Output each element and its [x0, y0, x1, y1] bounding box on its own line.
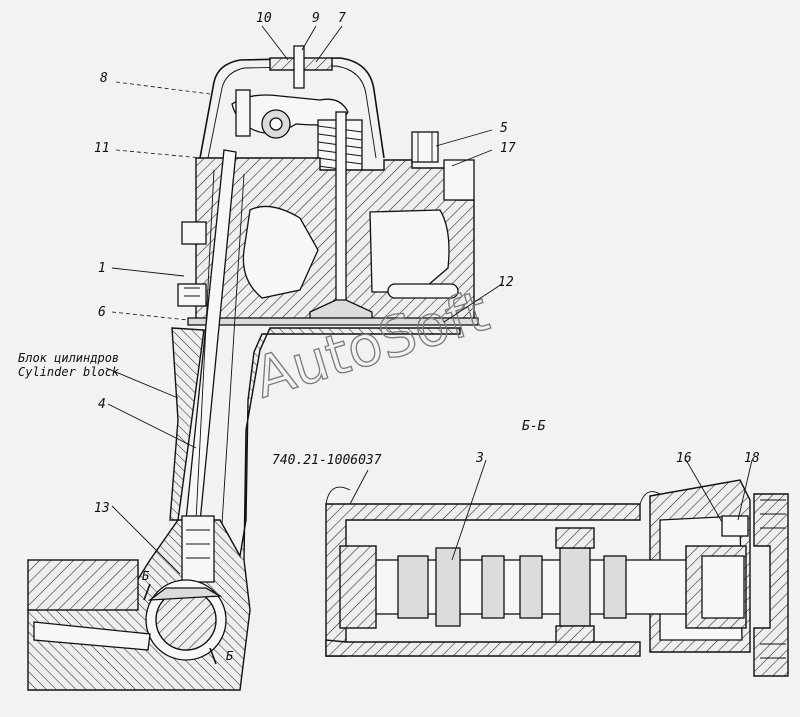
callout-numbers: 10 9 7 8 5 17 11 1 12 6 4 13 3 16 18 [94, 11, 760, 516]
callout-16: 16 [676, 451, 692, 466]
cylinder-block-label-en: Cylinder block [18, 365, 120, 379]
cover-stud [293, 45, 305, 89]
section-title: Б-Б [522, 419, 546, 434]
thrust-bolt [721, 515, 749, 537]
callout-1: 1 [98, 261, 106, 276]
callout-12: 12 [498, 275, 514, 290]
camshaft-section [145, 579, 227, 661]
plug-fitting-upper [181, 221, 207, 245]
camshaft-gear [753, 493, 789, 677]
callout-10: 10 [256, 11, 272, 26]
adjusting-screw [235, 89, 251, 137]
oil-gallery [387, 283, 459, 299]
plug-fitting-lower [177, 283, 207, 307]
head-bolt [411, 131, 475, 201]
callout-8: 8 [100, 71, 108, 86]
leader-lines [105, 25, 753, 575]
callout-5: 5 [500, 121, 508, 136]
callout-13: 13 [94, 501, 110, 516]
intake-valve [309, 111, 373, 323]
camshaft [339, 527, 747, 643]
port-cavity [242, 205, 319, 299]
callout-7: 7 [338, 11, 346, 26]
callout-17: 17 [500, 141, 516, 156]
cylinder-head-assembly [27, 45, 479, 691]
section-mark-lower: Б [226, 649, 234, 663]
callout-9: 9 [312, 11, 320, 26]
cylinder-block-label-ru: Блок цилиндров [18, 351, 119, 365]
block-lower-web [27, 559, 139, 611]
front-bearing [339, 545, 377, 629]
callout-4: 4 [98, 397, 106, 412]
text-labels: Блок цилиндров Cylinder block Б-Б 740.21… [18, 351, 546, 663]
tappet [181, 515, 215, 583]
oil-line [33, 621, 151, 651]
section-bb-view [325, 479, 789, 677]
part-number: 740.21-1006037 [272, 453, 382, 468]
callout-11: 11 [94, 141, 110, 156]
section-mark-upper: Б [142, 569, 150, 583]
head-gasket [187, 317, 479, 326]
callout-18: 18 [744, 451, 760, 466]
callout-6: 6 [98, 305, 106, 320]
callout-3: 3 [475, 451, 484, 466]
